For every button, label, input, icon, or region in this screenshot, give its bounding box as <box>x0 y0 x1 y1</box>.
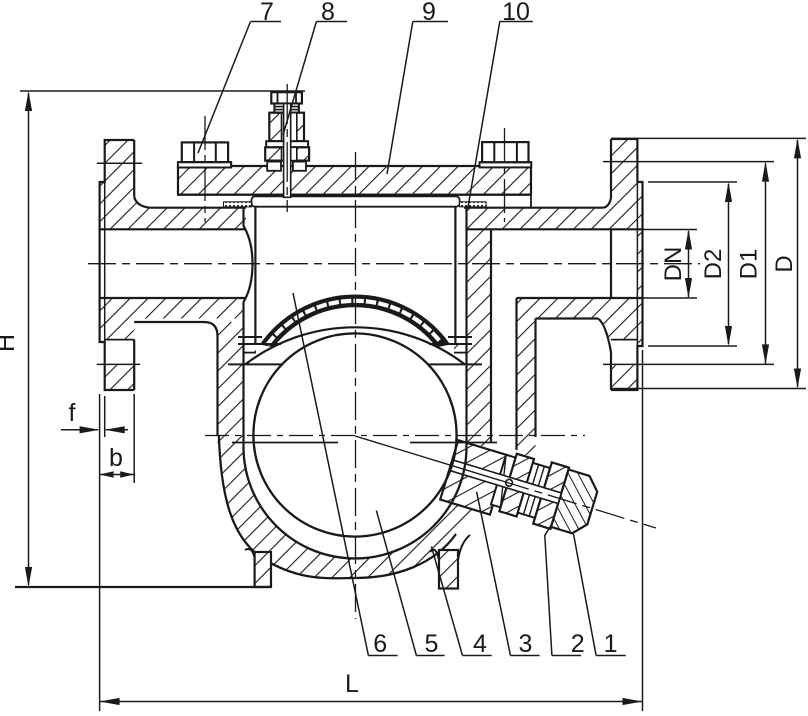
svg-text:7: 7 <box>260 0 274 26</box>
svg-text:3: 3 <box>519 630 533 658</box>
svg-text:5: 5 <box>425 630 439 658</box>
svg-text:6: 6 <box>373 630 387 658</box>
svg-text:8: 8 <box>321 0 335 26</box>
svg-text:4: 4 <box>473 630 487 658</box>
svg-text:L: L <box>345 670 359 698</box>
svg-text:H: H <box>0 334 20 352</box>
svg-text:f: f <box>69 399 76 427</box>
svg-text:9: 9 <box>422 0 436 26</box>
svg-text:D2: D2 <box>700 249 727 280</box>
svg-text:1: 1 <box>604 630 618 658</box>
svg-text:2: 2 <box>571 630 585 658</box>
svg-text:b: b <box>109 444 123 472</box>
svg-text:DN: DN <box>660 247 687 282</box>
svg-text:D: D <box>771 255 798 272</box>
svg-text:D1: D1 <box>736 249 763 280</box>
